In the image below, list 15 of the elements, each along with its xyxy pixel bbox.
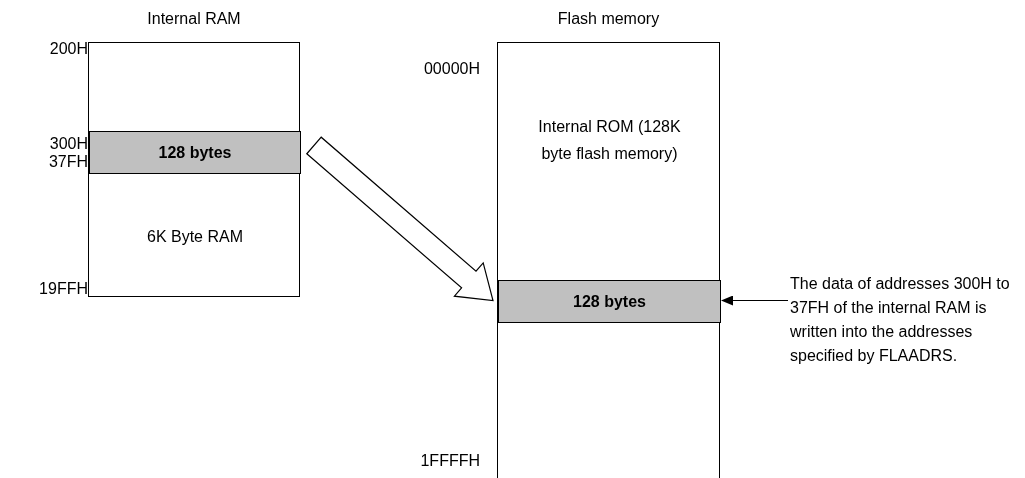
address-label: 200H (48, 40, 88, 58)
note-text: The data of addresses 300H to 37FH of the internal RAM is written into the addresses specified by FLAADRS. (790, 272, 1025, 368)
address-label: 37FH (47, 153, 88, 171)
block-heading: Flash memory (556, 10, 661, 28)
address-label: 300H (48, 135, 88, 153)
memory-segment: 128 bytes (89, 131, 301, 174)
address-label: 00000H (422, 60, 480, 78)
address-label: 1FFFFH (419, 452, 480, 470)
region-label: Internal ROM (128K byte flash memory) (537, 117, 682, 164)
region-label: 6K Byte RAM (146, 227, 244, 247)
block-heading: Internal RAM (146, 10, 242, 28)
block-arrow (305, 136, 494, 302)
memory-segment: 128 bytes (498, 280, 721, 323)
address-label: 19FFH (38, 280, 88, 298)
arrow (721, 295, 789, 306)
